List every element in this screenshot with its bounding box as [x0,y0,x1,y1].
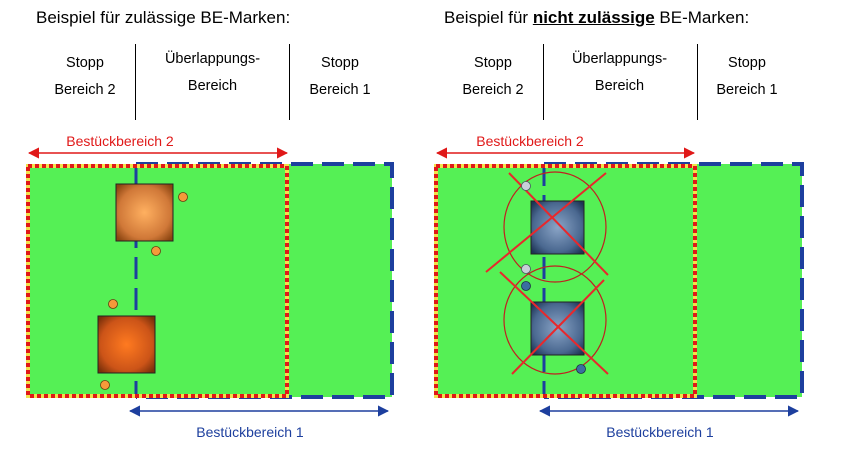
left-board [28,164,392,397]
right-mark-1 [522,182,531,191]
right-area2-label: Bestückbereich 2 [476,133,584,149]
left-area1-label: Bestückbereich 1 [196,424,304,440]
left-mark-2 [152,247,161,256]
right-mark-4 [577,365,586,374]
right-mark-3 [522,282,531,291]
left-component-top [116,184,173,241]
right-area1-label: Bestückbereich 1 [606,424,714,440]
left-mark-1 [179,193,188,202]
left-area2-label: Bestückbereich 2 [66,133,174,149]
left-component-bottom [98,316,155,373]
right-mark-2 [522,265,531,274]
left-mark-3 [109,300,118,309]
left-mark-4 [101,381,110,390]
right-board [436,164,802,397]
